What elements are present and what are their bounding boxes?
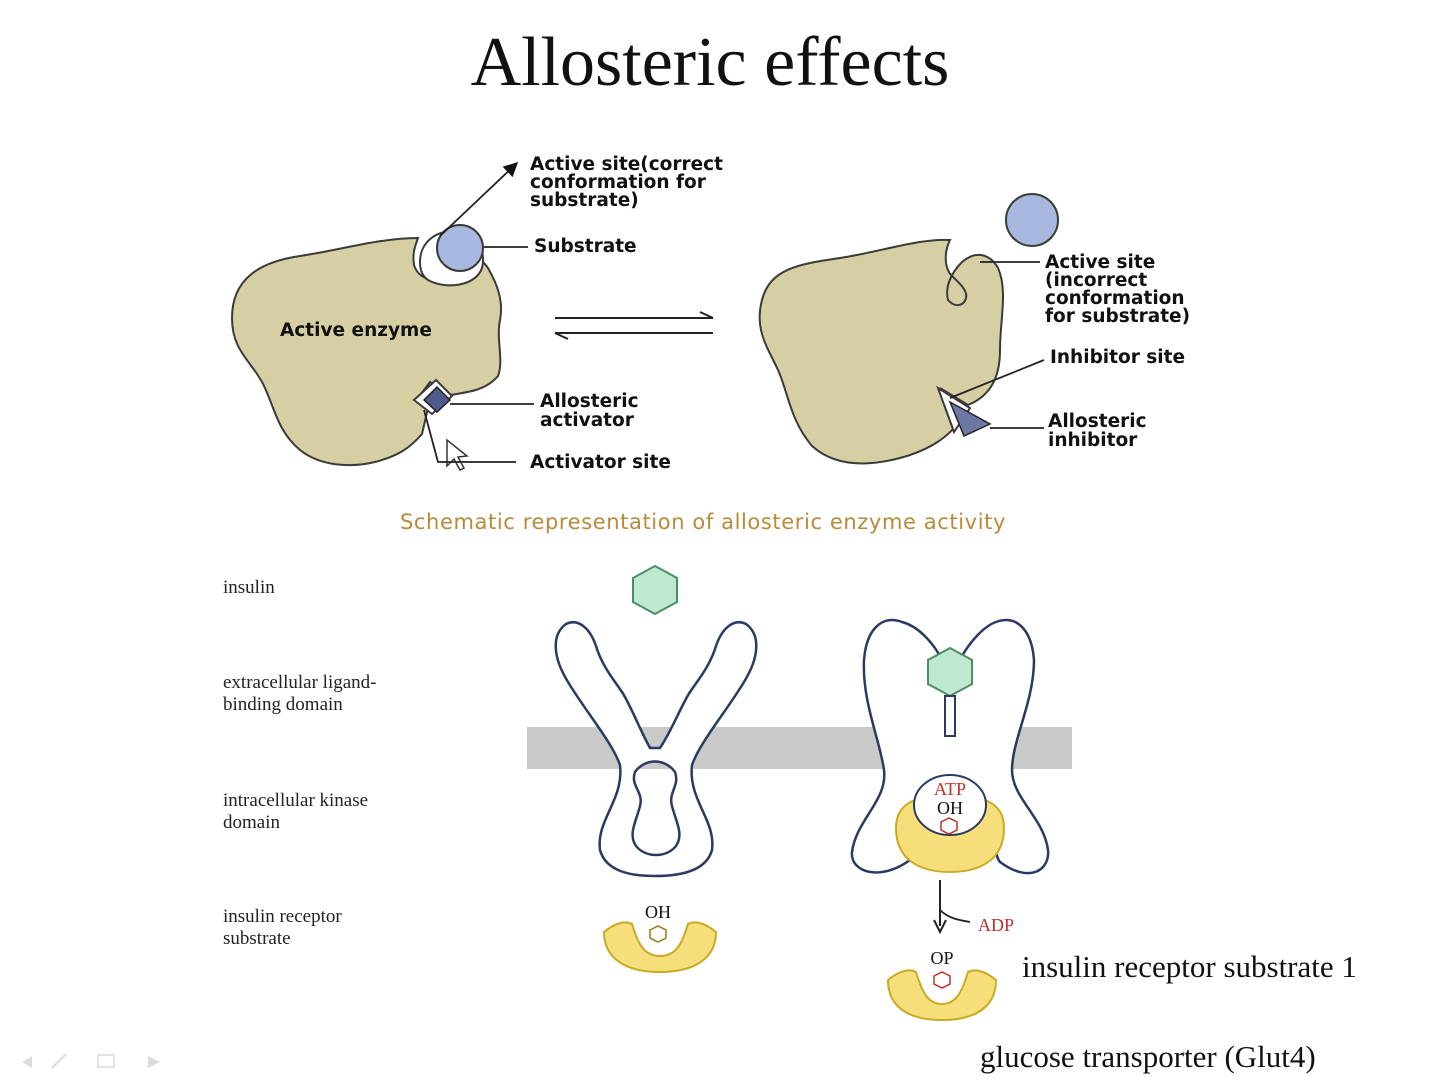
extracellular-row-label: extracellular ligand- binding domain <box>223 672 381 715</box>
phosphorylation-arrow: ADP <box>934 880 1014 935</box>
phospho-irs-crescent <box>888 970 996 1020</box>
pointer-cursor-icon <box>447 440 467 470</box>
prev-slide-icon[interactable] <box>22 1056 32 1068</box>
free-irs: OH <box>604 902 716 972</box>
phosphorylated-irs: OP <box>888 948 996 1020</box>
slide-title: Allosteric effects <box>471 24 950 101</box>
free-oh-label: OH <box>645 902 671 922</box>
slides-icon[interactable] <box>98 1055 114 1067</box>
free-irs-crescent <box>604 922 716 972</box>
slide-toolbar[interactable] <box>22 1054 160 1068</box>
substrate-label: Substrate <box>534 236 637 257</box>
irs1-label: insulin receptor substrate 1 <box>1022 949 1357 984</box>
active-site-arrow <box>440 163 517 236</box>
activator-site-label: Activator site <box>530 452 671 473</box>
transmembrane-stalk <box>945 696 955 736</box>
atp-label: ATP <box>934 779 966 799</box>
glut4-label: glucose transporter (Glut4) <box>980 1039 1316 1074</box>
free-tyrosine-ring-icon <box>650 926 666 942</box>
adp-label: ADP <box>978 915 1014 935</box>
intracellular-row-label: intracellular kinase domain <box>223 790 373 833</box>
activator-site-leader <box>424 410 516 462</box>
free-substrate-circle <box>1006 194 1058 246</box>
equilibrium-arrows <box>555 312 713 339</box>
phospho-tyrosine-ring-icon <box>934 972 950 988</box>
active-enzyme-diagram: Active enzyme Active site(correct confor… <box>232 154 729 473</box>
pen-icon[interactable] <box>52 1054 66 1068</box>
active-site-incorrect-label: Active site (incorrect conformation for … <box>1045 252 1191 327</box>
allosteric-inhibitor-label: Allosteric inhibitor <box>1048 411 1153 451</box>
inhibitor-site-label: Inhibitor site <box>1050 347 1185 368</box>
row-labels: insulin extracellular ligand- binding do… <box>223 577 381 949</box>
irs-row-label: insulin receptor substrate <box>223 906 346 949</box>
active-enzyme-label: Active enzyme <box>280 320 432 341</box>
insulin-row-label: insulin <box>223 577 275 598</box>
active-site-correct-label: Active site(correct conformation for sub… <box>530 154 729 211</box>
op-label: OP <box>930 948 953 968</box>
inactive-enzyme-diagram: Active site (incorrect conformation for … <box>760 194 1191 463</box>
schematic-caption: Schematic representation of allosteric e… <box>400 510 1006 534</box>
allosteric-activator-label: Allosteric activator <box>540 391 645 431</box>
bound-oh-label: OH <box>937 798 963 818</box>
next-slide-icon[interactable] <box>148 1056 160 1068</box>
insulin-hexagon <box>633 566 677 614</box>
